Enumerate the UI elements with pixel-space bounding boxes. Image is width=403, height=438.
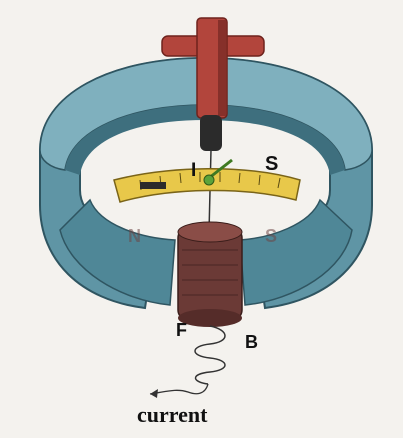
clamp-post-shadow — [218, 20, 226, 116]
scale-marker — [140, 182, 166, 189]
caption-current: current — [137, 402, 207, 428]
pointer-pivot — [204, 175, 214, 185]
label-N-pole: N — [128, 226, 141, 247]
label-S-pole: S — [265, 226, 277, 247]
label-B: B — [245, 332, 258, 353]
label-I: I — [191, 160, 196, 182]
suspension-holder — [200, 115, 222, 151]
coil-top — [178, 222, 242, 242]
coil-base — [178, 309, 242, 327]
label-F: F — [176, 320, 187, 341]
label-S-scale: S — [265, 153, 278, 176]
